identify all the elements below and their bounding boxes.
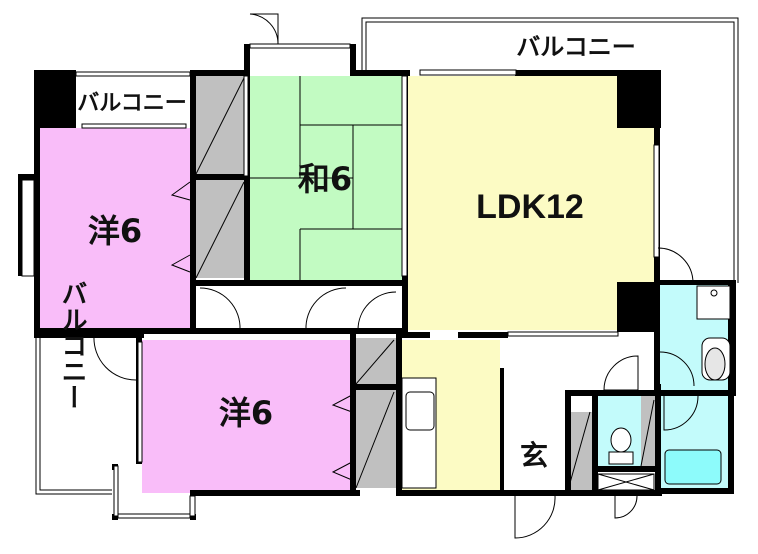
- bathtub-icon: [664, 449, 722, 485]
- balcony-label-left: バルコニー: [57, 280, 87, 410]
- room-label-western-1: 洋6: [88, 212, 142, 250]
- balcony-label-top-left: バルコニー: [77, 91, 187, 116]
- closet-door-lines: [170, 77, 655, 491]
- western-room-2-bay: [142, 462, 190, 493]
- toilet-icon: [610, 427, 632, 453]
- tatami-lines: [248, 76, 402, 280]
- western-room-1-floor: [40, 128, 192, 330]
- door-swings: [93, 13, 699, 539]
- kitchen-sink-icon: [405, 391, 435, 431]
- balcony-left-outline: [35, 336, 112, 495]
- room-label-entrance: 玄: [520, 439, 548, 472]
- room-label-western-2: 洋6: [219, 394, 273, 432]
- fixtures: [401, 285, 731, 491]
- balcony-label-top-right: バルコニー: [516, 33, 636, 61]
- balcony-top-right-outline: [361, 17, 739, 283]
- washbasin-icon: [696, 285, 731, 320]
- ldk-floor: [408, 76, 654, 330]
- windows: [21, 43, 660, 519]
- room-label-ldk: LDK12: [476, 188, 584, 226]
- western-room-2-floor: [142, 340, 350, 492]
- room-label-japanese: 和6: [298, 160, 352, 198]
